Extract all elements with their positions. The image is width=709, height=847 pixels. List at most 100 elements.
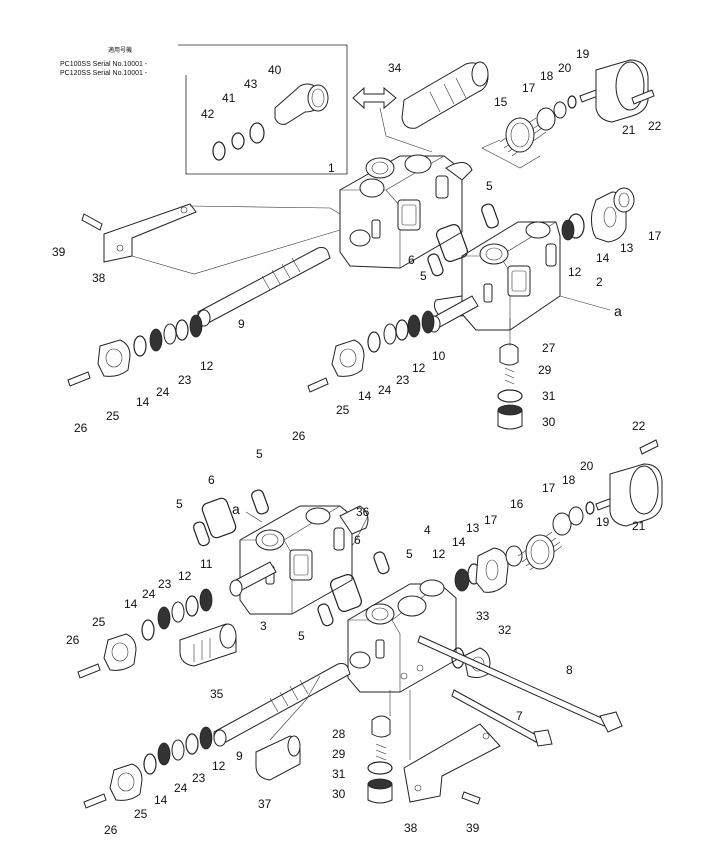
part-28-poppet <box>371 715 391 738</box>
callout-22b: 22 <box>632 419 646 433</box>
part-2-valve-body <box>433 221 561 331</box>
callout-26d: 26 <box>104 823 118 837</box>
part-15-spring <box>499 117 547 157</box>
seal-stack-upper-middle <box>367 310 435 353</box>
callout-15: 15 <box>494 95 508 109</box>
part-22-bolt <box>631 89 655 105</box>
part-31-ring-a <box>497 389 523 403</box>
callout-3: 3 <box>260 619 267 633</box>
callout-25d: 25 <box>134 807 148 821</box>
part-16-spring <box>517 531 563 571</box>
callout-22a: 22 <box>648 119 662 133</box>
part-19-bolt <box>579 89 599 103</box>
part-1-valve-body <box>339 154 473 269</box>
callout-31b: 31 <box>332 767 346 781</box>
callout-14b: 14 <box>136 395 150 409</box>
callout-12d: 12 <box>432 547 446 561</box>
callout-30b: 30 <box>332 787 346 801</box>
part-6-gasket-c <box>329 574 363 612</box>
part-43-ring <box>249 122 265 144</box>
callout-24a: 24 <box>156 385 170 399</box>
callout-12c: 12 <box>412 361 426 375</box>
callout-9a: 9 <box>238 317 245 331</box>
callout-12f: 12 <box>212 759 226 773</box>
callout-13a: 13 <box>620 241 634 255</box>
part-25-flange-d <box>109 763 143 801</box>
callout-24b: 24 <box>378 383 392 397</box>
part-6-gasket-a <box>435 224 469 262</box>
callout-14d: 14 <box>452 535 466 549</box>
part-21-cap <box>595 59 649 123</box>
part-21-cap-b <box>609 463 663 527</box>
callout-4: 4 <box>424 523 431 537</box>
callout-30a: 30 <box>542 415 556 429</box>
applicable-models-heading: 適用号機 <box>108 46 132 54</box>
part-8-tie-bolt <box>417 635 623 733</box>
callout-24c: 24 <box>142 587 156 601</box>
callout-36: 36 <box>356 505 370 519</box>
callout-34: 34 <box>388 61 402 75</box>
callout-17c: 17 <box>542 481 556 495</box>
part-29-spring-b <box>375 743 387 761</box>
part-5-seal-a <box>481 203 499 229</box>
interchange-arrow <box>352 86 397 110</box>
callout-26b: 26 <box>292 429 306 443</box>
callout-1: 1 <box>328 161 335 175</box>
part-5-seal-e <box>373 551 390 575</box>
part-29-spring-a <box>504 367 515 385</box>
leader-15 <box>481 139 541 169</box>
callout-11: 11 <box>200 557 213 571</box>
leader-a-upper <box>559 295 611 311</box>
part-9-spool-a <box>197 247 331 327</box>
part-17-retainer-c <box>552 512 572 536</box>
callout-7: 7 <box>516 709 523 723</box>
part-25-flange-c <box>103 633 137 671</box>
leader-37 <box>269 675 321 741</box>
callout-5a: 5 <box>486 179 493 193</box>
callout-25b: 25 <box>336 403 350 417</box>
callout-2: 2 <box>596 275 603 289</box>
part-20-ring <box>567 95 577 109</box>
callout-38b: 38 <box>404 821 418 835</box>
part-38-bracket-a <box>103 203 197 263</box>
callout-28: 28 <box>332 727 346 741</box>
leader-a-lower <box>245 511 263 523</box>
part-41-ring <box>231 132 245 150</box>
part-31-ring-b <box>367 761 393 775</box>
callout-10: 10 <box>432 349 446 363</box>
part-17-retainer-b <box>613 187 635 213</box>
callout-14c: 14 <box>358 389 372 403</box>
callout-8: 8 <box>566 663 573 677</box>
callout-23a: 23 <box>178 373 192 387</box>
part-13-cover-b <box>475 547 509 593</box>
callout-12e: 12 <box>178 569 192 583</box>
part-9-spool-b <box>213 663 351 747</box>
callout-labels: 34 40 43 41 42 19 20 18 17 15 21 22 1 5 … <box>52 47 662 837</box>
inset-box <box>178 44 348 175</box>
part-39-bolt-b <box>461 791 481 805</box>
part-18-stopper <box>553 101 567 119</box>
callout-12a: 12 <box>568 265 582 279</box>
callout-6a: 6 <box>408 253 415 267</box>
serial-line-2: PC120SS Serial No.10001 - <box>60 70 148 77</box>
callout-25c: 25 <box>92 615 106 629</box>
part-26-bolt-b <box>307 377 329 393</box>
callout-20b: 20 <box>580 459 594 473</box>
part-25-flange-b <box>331 339 365 377</box>
callout-39a: 39 <box>52 245 66 259</box>
callout-23c: 23 <box>158 577 172 591</box>
callout-5b: 5 <box>420 269 427 283</box>
callout-14a: 14 <box>596 251 610 265</box>
callout-23b: 23 <box>396 373 410 387</box>
callout-13b: 13 <box>466 521 480 535</box>
callout-38a: 38 <box>92 271 106 285</box>
callout-18a: 18 <box>540 69 554 83</box>
callout-23d: 23 <box>192 771 206 785</box>
callout-5d: 5 <box>176 497 183 511</box>
part-35-relief-valve <box>179 623 237 667</box>
part-34-valve <box>401 61 489 129</box>
part-27-poppet-a <box>499 343 519 366</box>
callout-20a: 20 <box>558 61 572 75</box>
callout-32: 32 <box>498 623 512 637</box>
